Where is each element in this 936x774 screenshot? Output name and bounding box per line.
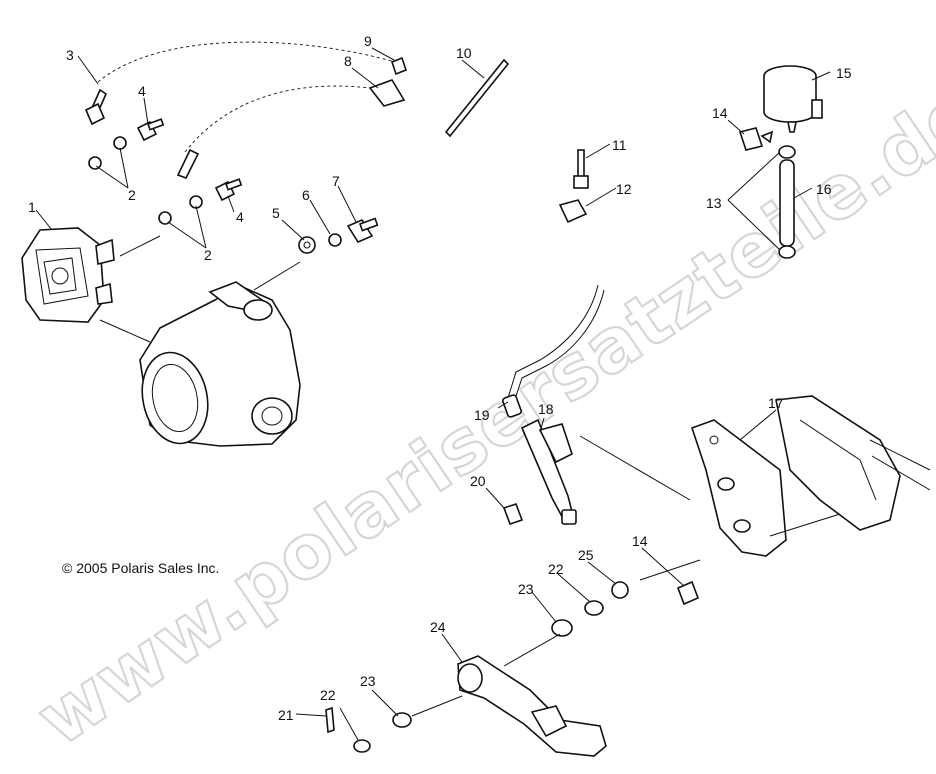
callout-23b: 23 [360, 673, 376, 689]
callout-7: 7 [332, 173, 340, 189]
callout-23a: 23 [518, 581, 534, 597]
fasteners-left [84, 56, 510, 254]
copyright-notice: © 2005 Polaris Sales Inc. [62, 560, 220, 576]
bearing-carrier [139, 281, 301, 447]
callout-19: 19 [474, 407, 490, 423]
callout-18: 18 [538, 401, 554, 417]
callout-9: 9 [364, 33, 372, 49]
callout-1: 1 [28, 199, 36, 215]
brake-pedal-assembly [325, 580, 700, 757]
callout-4b: 4 [236, 209, 244, 225]
callout-14b: 14 [632, 533, 648, 549]
leader-lines [35, 47, 841, 741]
callout-15: 15 [836, 65, 852, 81]
brake-caliper [21, 227, 115, 323]
callout-24: 24 [430, 619, 446, 635]
callout-22b: 22 [320, 687, 336, 703]
brake-lines [90, 41, 605, 418]
callout-5: 5 [272, 205, 280, 221]
callout-3: 3 [66, 47, 74, 63]
callout-6: 6 [302, 187, 310, 203]
callout-4a: 4 [138, 83, 146, 99]
callout-8: 8 [344, 53, 352, 69]
master-cylinder-assembly [502, 395, 931, 557]
callout-25: 25 [578, 547, 594, 563]
callout-2b: 2 [204, 247, 212, 263]
callout-22a: 22 [548, 561, 564, 577]
callout-20: 20 [470, 473, 486, 489]
callout-12: 12 [616, 181, 632, 197]
reservoir-assembly [558, 65, 823, 259]
callout-17: 17 [768, 395, 784, 411]
callout-14a: 14 [712, 105, 728, 121]
callout-21: 21 [278, 707, 294, 723]
callout-16: 16 [816, 181, 832, 197]
callout-13: 13 [706, 195, 722, 211]
callout-numbers: 1 2 2 3 4 4 5 6 7 8 9 10 11 12 13 14 14 … [28, 33, 852, 723]
callout-2a: 2 [128, 187, 136, 203]
callout-10: 10 [456, 45, 472, 61]
callout-11: 11 [612, 137, 627, 153]
